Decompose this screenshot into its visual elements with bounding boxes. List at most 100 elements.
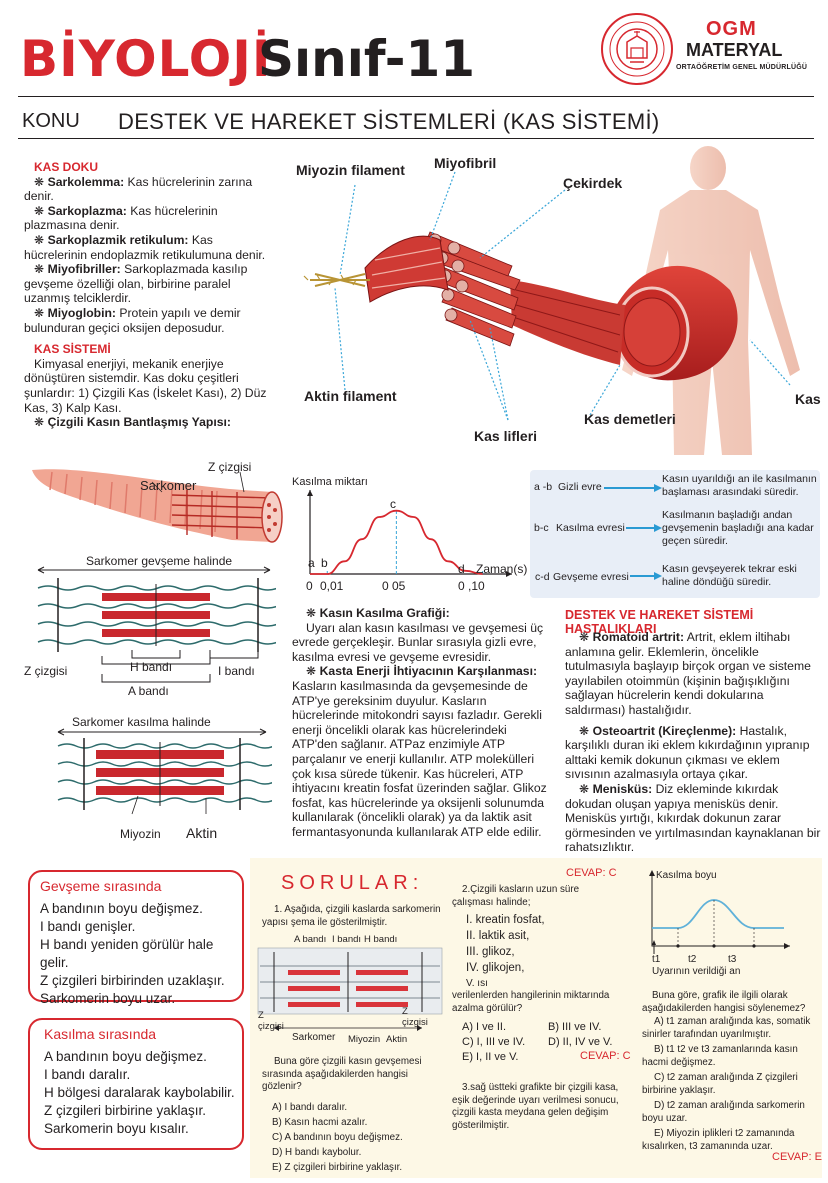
middle-text-section: ❋ Kasın Kasılma Grafiği: Uyarı alan kası… — [292, 606, 554, 840]
q1-question: Buna göre çizgili kasın gevşemesi sırası… — [262, 1056, 422, 1092]
q1-label-a: A bandı — [294, 934, 327, 945]
muscle-fibers-icon — [424, 231, 521, 347]
q2-option[interactable]: C) I, III ve IV. — [462, 1036, 526, 1048]
phase-arrows — [604, 484, 662, 580]
diseases-heading: DESTEK VE HAREKET SİSTEMİ HASTALIKLARI — [565, 608, 754, 636]
relax-line: Z çizgileri birbirinden uzaklaşır. — [40, 973, 225, 988]
q3-graph — [649, 870, 790, 954]
label-h-bandi: H bandı — [130, 660, 173, 674]
myofibril-icon — [364, 235, 449, 303]
label-z-cizgisi-top: Z çizgisi — [208, 460, 252, 474]
phase-code: c-d — [535, 571, 550, 583]
label-sarkomer: Sarkomer — [140, 478, 197, 493]
brand-subtitle: ORTAÖĞRETİM GENEL MÜDÜRLÜĞÜ — [676, 64, 808, 71]
q3-option[interactable]: E) Miyozin iplikleri t2 zamanında kısalı… — [642, 1128, 795, 1152]
energy-paragraph: ❋ Kasta Enerji İhtiyacının Karşılanması:… — [292, 664, 547, 839]
label-cekirdek: Çekirdek — [563, 175, 623, 191]
graph-tick: 0,01 — [320, 579, 344, 593]
graph-tick: 0 05 — [382, 579, 406, 593]
q3-graph-t1: t1 — [652, 954, 661, 965]
phase-name: Gevşeme evresi — [553, 571, 629, 583]
bant-heading: ❋ Çizgili Kasın Bantlaşmış Yapısı: — [34, 415, 231, 430]
q3-option[interactable]: D) t2 zaman aralığında sarkomerin boyu u… — [642, 1100, 805, 1124]
phase-desc: Kasın uyarıldığı an ile kasılmanın başla… — [662, 473, 817, 498]
q2-item: V. ısı — [466, 978, 488, 989]
sarcomere-contracted-diagram — [57, 728, 272, 815]
relax-line: Sarkomerin boyu uzar. — [40, 991, 176, 1006]
q1-label-z2: Z çizgisi — [402, 1006, 428, 1028]
q2-question: verilenlerden hangilerinin miktarında az… — [452, 990, 610, 1014]
grade-title: Sınıf-11 — [258, 30, 476, 88]
q3-graph-t2: t2 — [688, 954, 697, 965]
contraction-curve — [309, 509, 483, 575]
graph-point-b: b — [321, 556, 328, 570]
q2-option[interactable]: D) II, IV ve V. — [548, 1036, 613, 1048]
muscle-fiber-illustration — [32, 469, 283, 543]
graph-point-d: d — [458, 562, 465, 576]
header-rule-top — [18, 96, 814, 97]
label-miyofibril: Miyofibril — [434, 155, 497, 171]
q3-option[interactable]: A) t1 zaman aralığında kas, somatik sini… — [642, 1016, 811, 1040]
q2-option[interactable]: A) I ve II. — [462, 1021, 507, 1033]
questions-title: SORULAR: — [281, 872, 424, 894]
label-aktin-filament: Aktin filament — [304, 388, 397, 404]
phase-code: a -b — [534, 481, 553, 493]
q3-answer: CEVAP: E — [772, 1151, 822, 1163]
q3-graph-xlabel: Uyarının verildiği an — [652, 966, 741, 977]
sarcomere-relaxed-diagram — [37, 566, 276, 683]
label-kas-demetleri: Kas demetleri — [584, 411, 676, 427]
q3-option[interactable]: B) t1 t2 ve t3 zamanlarında kasın hacmi … — [642, 1044, 798, 1068]
label-z-cizgisi-sarcomere: Z çizgisi — [24, 664, 68, 678]
q2-option[interactable]: B) III ve IV. — [548, 1021, 602, 1033]
relax-line: A bandının boyu değişmez. — [40, 901, 203, 916]
graph-tick: 0 ,10 — [458, 579, 485, 593]
label-aktin: Aktin — [186, 825, 218, 841]
q1-label-i: I bandı — [332, 934, 362, 945]
filament-icon — [303, 273, 370, 287]
graph-point-c: c — [390, 497, 396, 511]
graph-text: Uyarı alan kasın kasılması ve gevşemesi … — [292, 620, 544, 664]
label-a-bandi: A bandı — [128, 684, 169, 698]
contract-line: I bandı daralır. — [44, 1067, 131, 1082]
phase-code: b-c — [534, 522, 549, 534]
kas-sistemi-text: Kimyasal enerjiyi, mekanik enerjiye dönü… — [24, 356, 267, 415]
phase-name: Kasılma evresi — [556, 522, 625, 534]
disease-item: ❋ Osteoartrit (Kireçlenme): Hastalık, ka… — [565, 723, 810, 782]
q2-item: I. kreatin fosfat, — [466, 914, 545, 926]
contract-box: Kasılma sırasında A bandının boyu değişm… — [28, 1018, 244, 1150]
q1-answer: CEVAP: C — [580, 1050, 631, 1062]
label-i-bandi: I bandı — [218, 664, 255, 678]
q1-option[interactable]: E) Z çizgileri birbirine yaklaşır. — [272, 1162, 403, 1173]
muscle-anatomy-illustration — [303, 146, 800, 455]
q2-option[interactable]: E) I, II ve V. — [462, 1051, 519, 1063]
diseases-section: ❋ Romatoid artrit: Artrit, eklem iltihab… — [565, 630, 821, 855]
ministry-seal-icon — [601, 13, 673, 85]
contract-line: Sarkomerin boyu kısalır. — [44, 1121, 189, 1136]
header-rule-bottom — [18, 138, 814, 139]
phase-desc: Kasılmanın başladığı andan gevşemenin ba… — [662, 509, 814, 547]
q1-label-miyozin: Miyozin — [348, 1034, 381, 1045]
q1-option[interactable]: A) I bandı daralır. — [272, 1102, 348, 1113]
sarcomere-contracted-title: Sarkomer kasılma halinde — [72, 715, 211, 729]
top-answer: CEVAP: C — [566, 867, 617, 879]
q1-option[interactable]: B) Kasın hacmi azalır. — [272, 1117, 368, 1128]
q1-label-h: H bandı — [364, 934, 398, 945]
q3-option[interactable]: C) t2 zaman aralığında Z çizgileri birbi… — [642, 1072, 798, 1096]
graph-tick: 0 — [306, 579, 313, 593]
label-kas-lifleri: Kas lifleri — [474, 428, 538, 444]
relax-line: H bandı yeniden görülür hale gelir. — [40, 937, 214, 970]
contract-box-title: Kasılma sırasında — [44, 1026, 157, 1042]
q2-options-left: A) I ve II. C) I, III ve IV. E) I, II ve… — [462, 1020, 525, 1065]
q1-option[interactable]: C) A bandının boyu değişmez. — [272, 1132, 403, 1143]
konu-title: DESTEK VE HAREKET SİSTEMLERİ (KAS SİSTEM… — [118, 109, 660, 134]
phase-desc: Kasın gevşeyerek tekrar eski haline dönd… — [662, 563, 797, 588]
q1-sarcomere-diagram — [257, 947, 443, 1031]
q1-option[interactable]: D) H bandı kaybolur. — [272, 1147, 362, 1158]
muscle-bundle-icon — [510, 265, 738, 381]
questions-panel — [250, 858, 822, 1178]
q3-graph-ylabel: Kasılma boyu — [656, 870, 717, 881]
q1-stem: 1. Aşağıda, çizgili kaslarda sarkomerin … — [262, 904, 441, 928]
contraction-graph — [307, 490, 512, 577]
kas-doku-section: KAS DOKU ❋ Sarkolemma: Kas hücrelerinin … — [24, 160, 268, 430]
q3-question: Buna göre, grafik ile ilgili olarak aşağ… — [642, 990, 806, 1014]
